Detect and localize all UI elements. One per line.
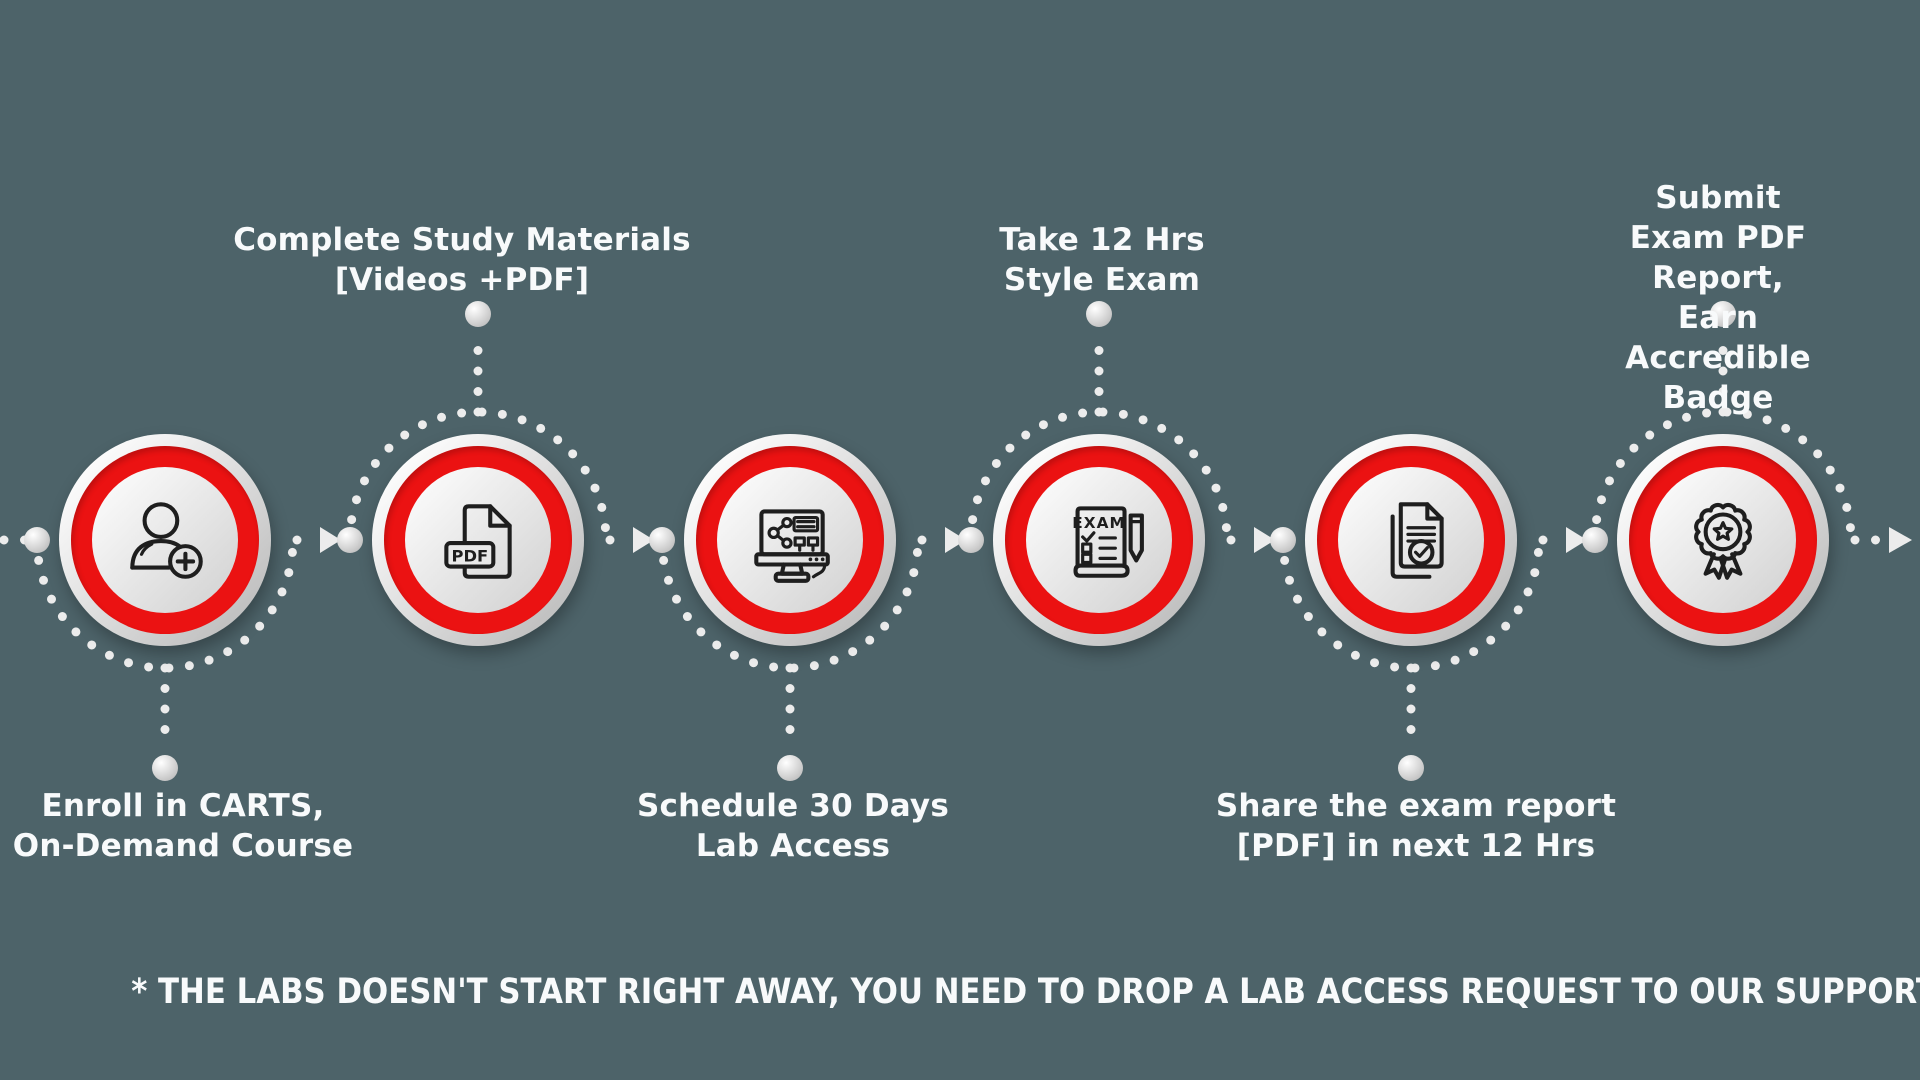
user-plus-icon <box>130 502 203 579</box>
step-circle-inner-6 <box>1650 467 1796 613</box>
pdf-icon-text: PDF <box>451 546 488 565</box>
pdf-file-icon: PDF <box>444 504 512 579</box>
connector-dot <box>337 527 363 553</box>
step-circle-red-4: EXAM <box>1005 446 1193 634</box>
step-node-6 <box>1617 434 1829 646</box>
footnote-text: * THE LABS DOESN'T START RIGHT AWAY, YOU… <box>131 972 1920 1012</box>
label-dot <box>1086 301 1112 327</box>
label-dot <box>152 755 178 781</box>
label-dot <box>777 755 803 781</box>
connector-dot <box>649 527 675 553</box>
connector-dot <box>958 527 984 553</box>
flow-arrowhead <box>320 527 341 553</box>
step-label-5: Share the exam report [PDF] in next 12 H… <box>1215 788 1617 864</box>
step-node-5 <box>1305 434 1517 646</box>
step-circle-inner-3 <box>717 467 863 613</box>
step-circle-red-5 <box>1317 446 1505 634</box>
flow-arrowhead <box>945 527 966 553</box>
footnote-row: * THE LABS DOESN'T START RIGHT AWAY, YOU… <box>0 972 1920 1012</box>
flow-arrowhead <box>1566 527 1587 553</box>
label-dot <box>465 301 491 327</box>
step-node-3 <box>684 434 896 646</box>
step-node-4: EXAM <box>993 434 1205 646</box>
step-circle-inner-5 <box>1338 467 1484 613</box>
step-circle-red-1 <box>71 446 259 634</box>
step-label-3: Schedule 30 Days Lab Access <box>637 788 949 864</box>
step-label-4: Take 12 Hrs Style Exam <box>999 222 1205 298</box>
label-dot <box>1710 301 1736 327</box>
connector-dot <box>1582 527 1608 553</box>
connector-dot <box>24 527 50 553</box>
report-check-icon <box>1390 502 1444 579</box>
flow-arrowhead <box>1889 527 1912 553</box>
step-label-6: Submit Exam PDF Report, Earn Accredible … <box>1625 180 1811 416</box>
step-circle-red-6 <box>1629 446 1817 634</box>
step-node-2: PDF <box>372 434 584 646</box>
step-circle-red-3 <box>696 446 884 634</box>
step-label-2: Complete Study Materials [Videos +PDF] <box>233 222 691 298</box>
exam-icon-text: EXAM <box>1072 514 1125 532</box>
step-circle-red-2: PDF <box>384 446 572 634</box>
step-circle-inner-2: PDF <box>405 467 551 613</box>
step-circle-inner-4: EXAM <box>1026 467 1172 613</box>
step-node-1 <box>59 434 271 646</box>
award-badge-icon <box>1694 503 1752 580</box>
flow-arrowhead <box>1254 527 1275 553</box>
lab-computer-icon <box>754 509 830 583</box>
label-dot <box>1398 755 1424 781</box>
step-label-1: Enroll in CARTS, On-Demand Course <box>12 788 354 864</box>
step-circle-inner-1 <box>92 467 238 613</box>
exam-sheet-icon: EXAM <box>1072 506 1144 578</box>
connector-dot <box>1270 527 1296 553</box>
flow-arrowhead <box>633 527 654 553</box>
